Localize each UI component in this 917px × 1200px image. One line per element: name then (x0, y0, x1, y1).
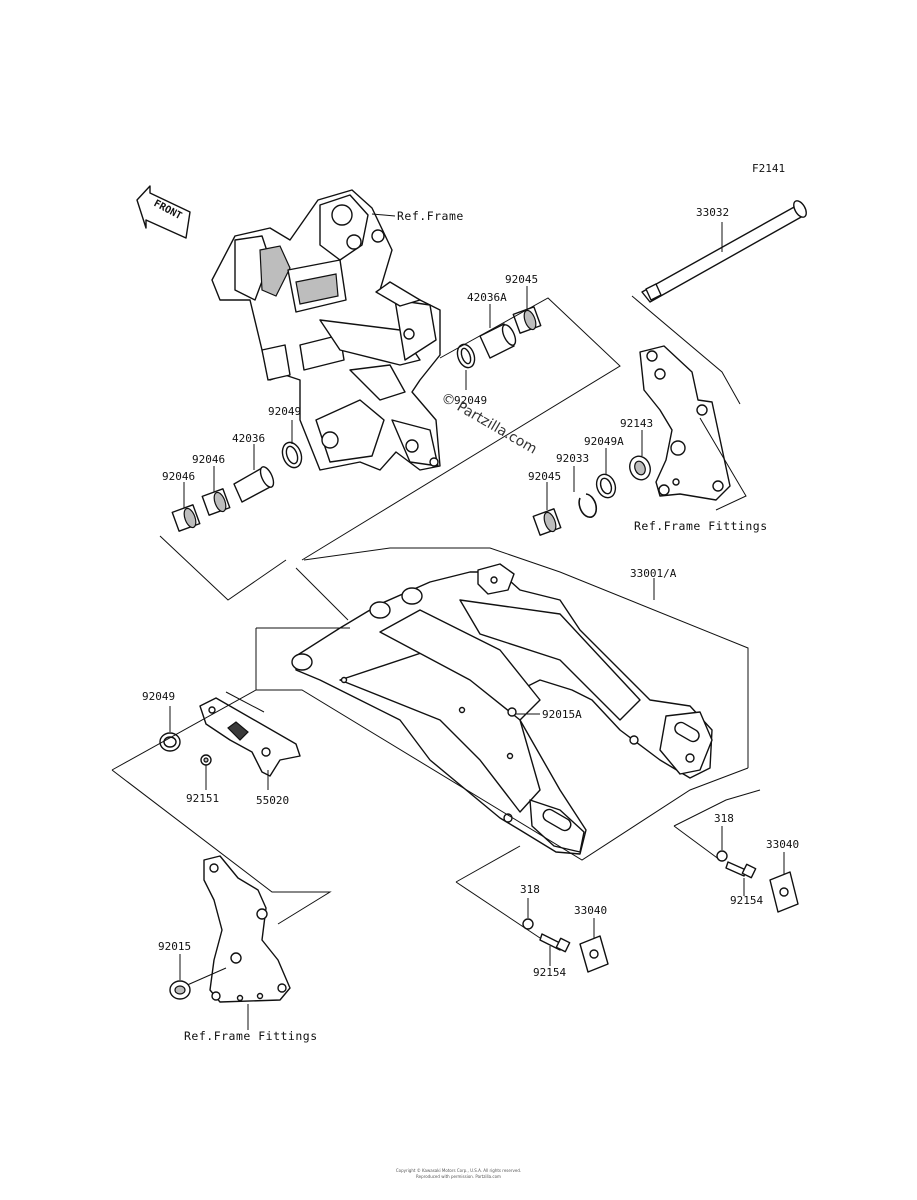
grease-nipple-92015A (507, 707, 517, 717)
seal-92049-top (456, 343, 476, 369)
adjuster-block-33040-left (579, 935, 609, 973)
label-92033: 92033 (556, 452, 589, 465)
frame-fitting-left (203, 855, 291, 1003)
nut-318-right (716, 850, 728, 862)
label-92049-left: 92049 (268, 405, 301, 418)
label-33032: 33032 (696, 206, 729, 219)
label-92049A: 92049A (584, 435, 624, 448)
label-92151: 92151 (186, 792, 219, 805)
bolt-92154-right (725, 861, 757, 879)
collar-92143 (629, 455, 651, 481)
swingarm-33001A (291, 563, 713, 855)
label-92015: 92015 (158, 940, 191, 953)
label-42036: 42036 (232, 432, 265, 445)
bearing-92045-mid (532, 508, 562, 536)
bearing-92046-b (201, 488, 231, 516)
label-92045-top: 92045 (505, 273, 538, 286)
label-92154-left: 92154 (533, 966, 566, 979)
frame-drawing (211, 189, 441, 471)
label-318-right: 318 (714, 812, 734, 825)
seal-92049A (595, 473, 617, 499)
bearing-92045-top (512, 306, 542, 334)
collar-42036A (479, 323, 517, 359)
label-92046-a: 92046 (162, 470, 195, 483)
screw-92151 (200, 754, 212, 790)
footer-copyright-2: Reproduced with permission. Partzilla.co… (416, 1174, 501, 1179)
label-92154-right: 92154 (730, 894, 763, 907)
circlip-92033 (578, 493, 598, 518)
label-92045-mid: 92045 (528, 470, 561, 483)
diagram-code: F2141 (752, 162, 785, 175)
pivot-shaft-33032 (641, 200, 807, 303)
label-92143: 92143 (620, 417, 653, 430)
label-33040-left: 33040 (574, 904, 607, 917)
label-ref-frame-fittings-right: Ref.Frame Fittings (634, 519, 768, 533)
label-92015A: 92015A (542, 708, 582, 721)
nut-318-left (522, 918, 534, 930)
adjuster-block-33040-right (769, 871, 799, 913)
label-33001A: 33001/A (630, 567, 677, 580)
bearing-92046-a (171, 504, 201, 532)
label-92049-lower: 92049 (142, 690, 175, 703)
watermark: © Partzilla.com (438, 390, 540, 458)
collar-42036 (233, 466, 275, 503)
label-42036A: 42036A (467, 291, 507, 304)
frame-fitting-right (639, 345, 731, 501)
footer-copyright-1: Copyright © Kawasaki Motors Corp., U.S.A… (395, 1168, 522, 1173)
label-92049-top: 92049 (454, 394, 487, 407)
chain-guide-55020 (199, 697, 301, 777)
label-55020: 55020 (256, 794, 289, 807)
front-arrow-icon: FRONT (136, 185, 191, 239)
label-92046-b: 92046 (192, 453, 225, 466)
label-33040-right: 33040 (766, 838, 799, 851)
seal-92049-left (281, 441, 303, 469)
bolt-92154-left (539, 933, 571, 953)
label-ref-frame-fittings-left: Ref.Frame Fittings (184, 1029, 318, 1043)
label-318-left: 318 (520, 883, 540, 896)
label-ref-frame: Ref.Frame (397, 209, 464, 223)
nut-92015 (169, 980, 191, 1000)
